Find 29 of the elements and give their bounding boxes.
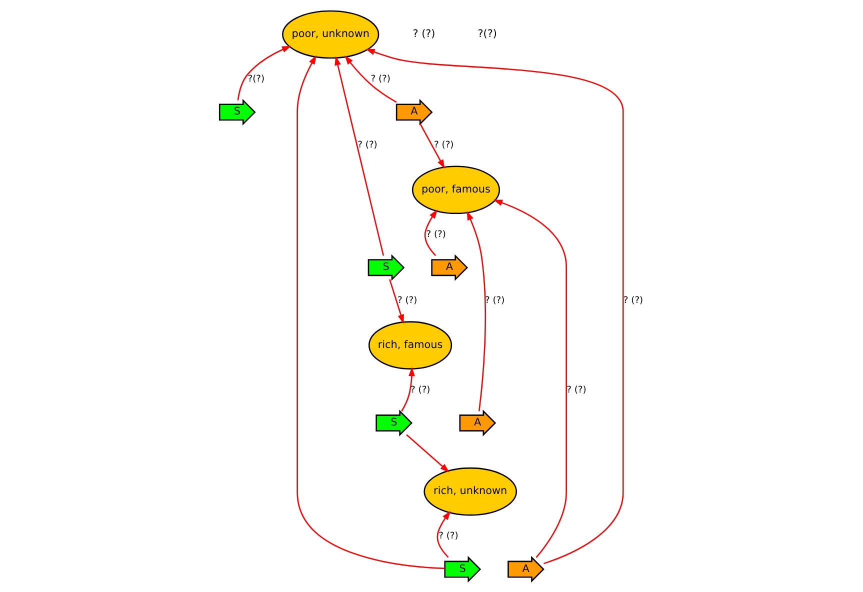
arrow [406, 434, 450, 472]
arrow [366, 48, 624, 564]
edge-label: ? (?) [370, 74, 390, 85]
edge-label: ? (?) [434, 140, 454, 151]
arrow [466, 211, 486, 412]
arrow [237, 46, 292, 100]
node-ellipse: rich, famous [368, 321, 452, 370]
edge-label: ? (?) [397, 296, 418, 306]
edge-label: ? (?) [438, 532, 458, 542]
arrow [296, 55, 445, 570]
arrow [493, 200, 567, 558]
arrow [420, 124, 445, 169]
edge-label: ? (?) [623, 296, 644, 306]
arrow [436, 510, 451, 558]
arrow [389, 279, 404, 324]
node-ellipse: poor, famous [412, 166, 500, 214]
label: ? (?) [412, 28, 436, 40]
edge-label: ? (?) [410, 385, 430, 396]
edge-label: ?(?) [248, 74, 265, 85]
arrow [334, 56, 384, 256]
arrow [401, 366, 415, 412]
edge-label: ? (?) [426, 230, 446, 240]
edge-label: ? (?) [566, 385, 586, 396]
edge-label: ? (?) [484, 296, 505, 306]
edge-label: ? (?) [358, 140, 378, 151]
arrow [344, 55, 397, 103]
arrow [424, 209, 438, 256]
label: ?(?) [478, 28, 497, 40]
node-ellipse: rich, unknown [424, 467, 518, 516]
